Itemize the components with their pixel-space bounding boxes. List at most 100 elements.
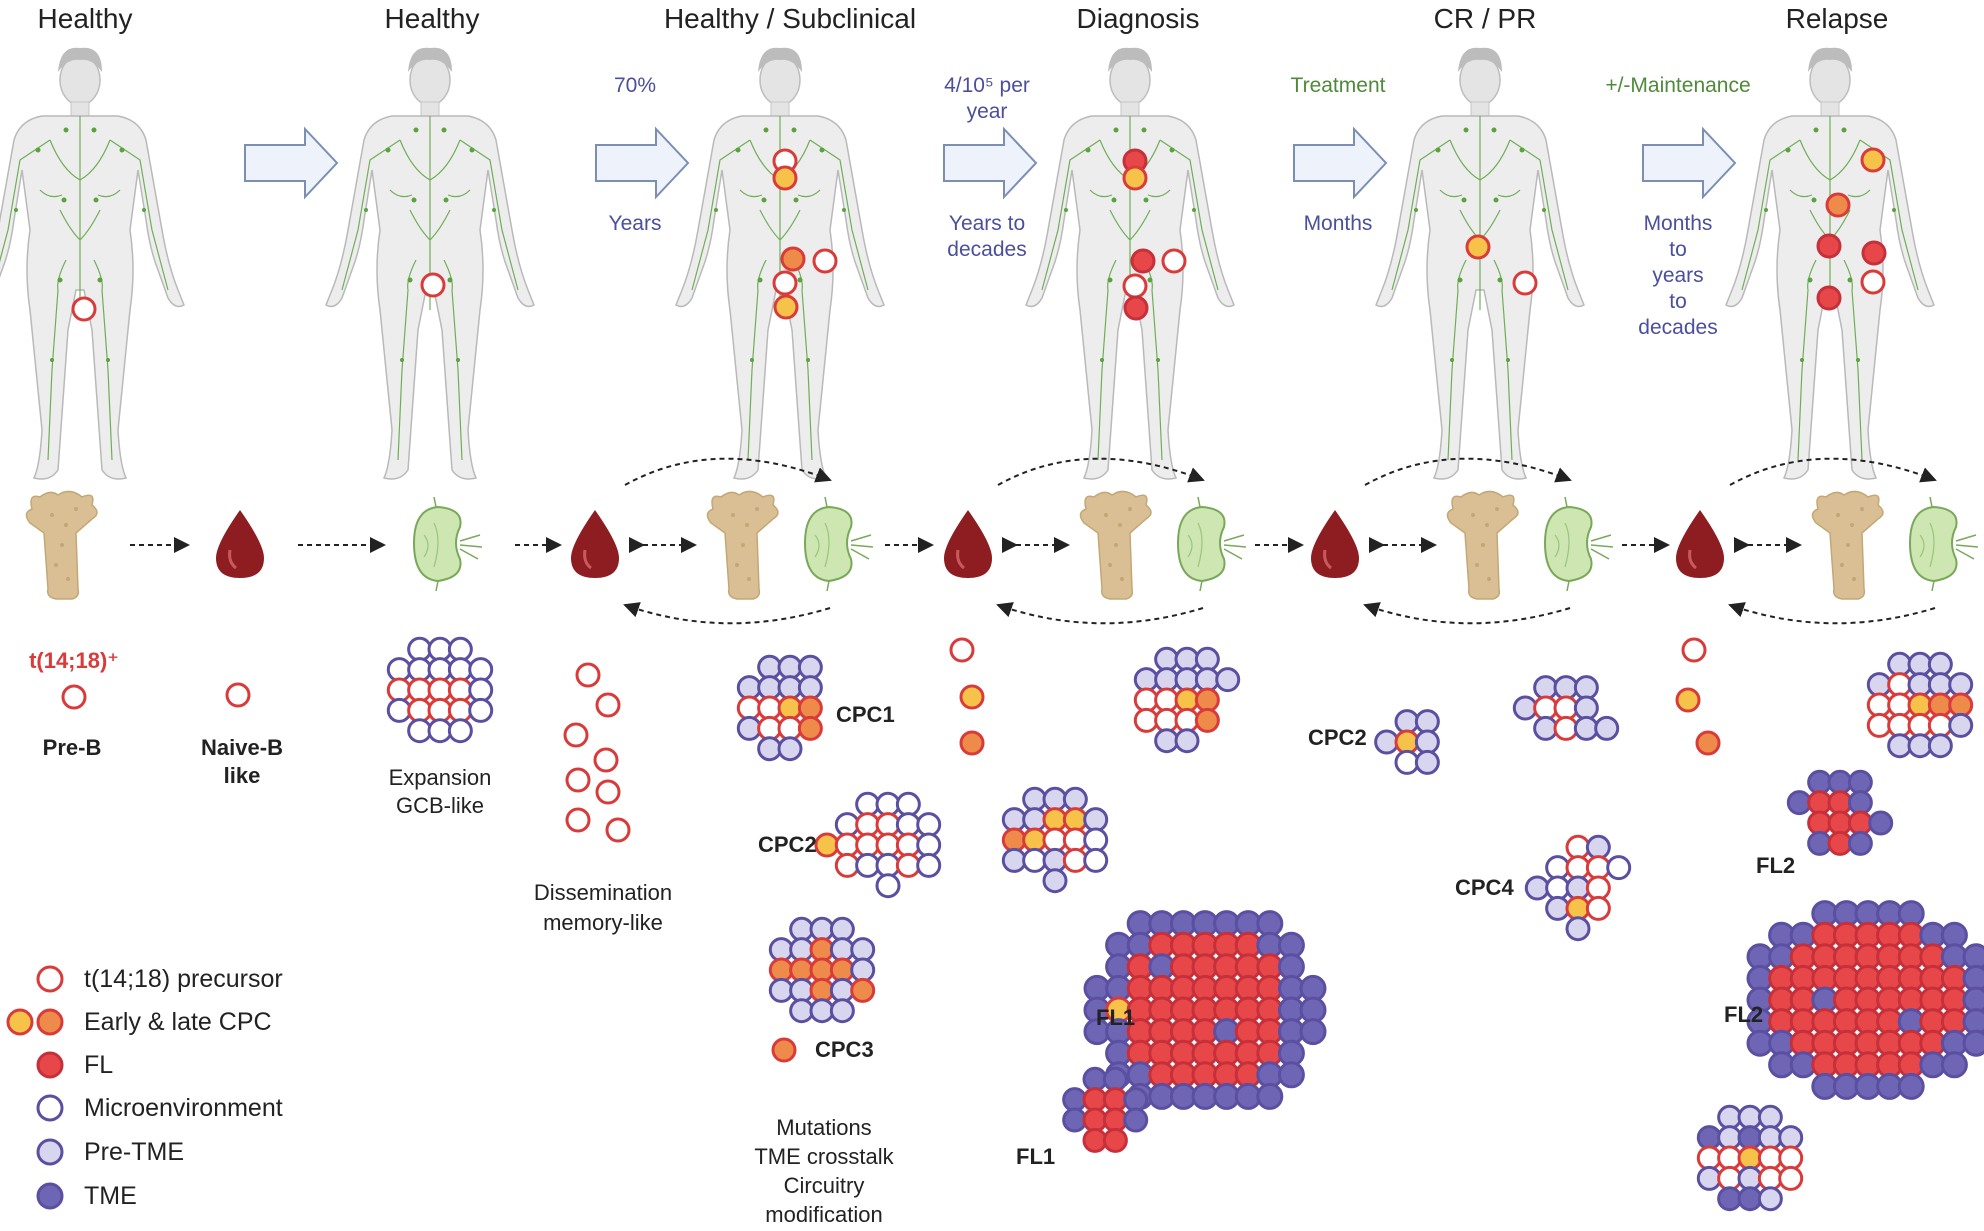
precursor-cell bbox=[1757, 1145, 1783, 1171]
transition-bottom-label: Years to bbox=[949, 212, 1025, 235]
dissemination-label: Dissemination bbox=[534, 880, 672, 905]
pretme-cell bbox=[736, 715, 762, 741]
pretme-cell bbox=[1042, 847, 1068, 873]
pretme-cell bbox=[1757, 1186, 1783, 1212]
yellow-cell bbox=[773, 294, 799, 320]
fl1-cluster bbox=[1083, 910, 1327, 1110]
fl-cell bbox=[1861, 240, 1887, 266]
pretme-cell bbox=[1533, 675, 1559, 701]
naive-b-label: like bbox=[224, 763, 261, 788]
pretme-cell bbox=[829, 937, 855, 963]
fl1-label: FL1 bbox=[1016, 1144, 1055, 1169]
precursor-cell bbox=[1042, 827, 1068, 853]
orange-cell bbox=[809, 977, 835, 1003]
orange-cell bbox=[1825, 192, 1851, 218]
human-body-figure bbox=[675, 46, 885, 480]
transition-bottom-label: decades bbox=[1638, 316, 1717, 339]
stage-arrow bbox=[595, 126, 690, 200]
pretme-cell bbox=[1866, 672, 1892, 698]
precursor-cell bbox=[1062, 847, 1088, 873]
precursor-cell bbox=[225, 682, 251, 708]
pretme-cell bbox=[829, 916, 855, 942]
human-body-figure bbox=[1375, 46, 1585, 480]
pretme-cell bbox=[1414, 709, 1440, 735]
cell-cluster bbox=[814, 791, 942, 899]
precursor-cell bbox=[1907, 712, 1933, 738]
pretme-cell bbox=[1062, 786, 1088, 812]
orange-cell bbox=[789, 957, 815, 983]
micro-cell bbox=[855, 791, 881, 817]
pretme-cell bbox=[1565, 916, 1591, 942]
stage-title: CR / PR bbox=[1434, 3, 1537, 34]
pretme-cell bbox=[1553, 675, 1579, 701]
pretme-cell bbox=[789, 998, 815, 1024]
legend-label: Early & late CPC bbox=[84, 1008, 272, 1036]
pretme-cell bbox=[1133, 667, 1159, 693]
fl-cell bbox=[1827, 790, 1853, 816]
pretme-cell bbox=[1154, 667, 1180, 693]
fl1-label: FL1 bbox=[1096, 1005, 1135, 1030]
pretme-cell bbox=[1174, 728, 1200, 754]
tme-cell bbox=[1827, 769, 1853, 795]
precursor-cell bbox=[1757, 1165, 1783, 1191]
precursor-cell bbox=[1696, 1145, 1722, 1171]
cell-cluster bbox=[386, 636, 494, 744]
fl-cell bbox=[1123, 295, 1149, 321]
blood-drop-icon bbox=[942, 508, 994, 580]
pretme-cell bbox=[1907, 672, 1933, 698]
precursor-cell bbox=[1778, 1165, 1804, 1191]
legend-label: FL bbox=[84, 1051, 113, 1079]
precursor-cell bbox=[772, 270, 798, 296]
micro-cell bbox=[468, 657, 494, 683]
transition-bottom-label: Months bbox=[1304, 212, 1373, 235]
precursor-cell bbox=[1860, 269, 1886, 295]
cell-cluster bbox=[1786, 769, 1894, 856]
pretme-cell bbox=[1194, 646, 1220, 672]
orange-cell bbox=[809, 937, 835, 963]
micro-cell bbox=[447, 718, 473, 744]
pretme-cell bbox=[757, 736, 783, 762]
precursor-cell bbox=[595, 779, 621, 805]
pretme-cell bbox=[850, 957, 876, 983]
yellow-cell bbox=[1394, 729, 1420, 755]
fl-cell bbox=[1082, 1127, 1108, 1153]
precursor-cell bbox=[563, 722, 589, 748]
precursor-cell bbox=[1585, 875, 1611, 901]
pretme-cell bbox=[1042, 868, 1068, 894]
fl-cell bbox=[1827, 810, 1853, 836]
precursor-cell bbox=[61, 684, 87, 710]
dissemination-label: memory-like bbox=[543, 910, 663, 935]
pretme-cell bbox=[768, 937, 794, 963]
pretme-cell bbox=[1717, 1125, 1743, 1151]
pretme-cell bbox=[1907, 651, 1933, 677]
pretme-cell bbox=[1573, 695, 1599, 721]
fl2-label: FL2 bbox=[1724, 1002, 1763, 1027]
pretme-cell bbox=[1022, 786, 1048, 812]
mutations-label: Mutations bbox=[776, 1115, 871, 1140]
orange-cell bbox=[36, 1008, 64, 1036]
pretme-cell bbox=[757, 675, 783, 701]
orange-cell bbox=[809, 957, 835, 983]
precursor-cell bbox=[1553, 695, 1579, 721]
pretme-cell bbox=[1524, 875, 1550, 901]
stage-arrow bbox=[943, 126, 1038, 200]
expansion-label: Expansion bbox=[389, 765, 492, 790]
orange-cell bbox=[780, 246, 806, 272]
micro-cell bbox=[875, 791, 901, 817]
yellow-cell bbox=[959, 684, 985, 710]
precursor-cell bbox=[595, 692, 621, 718]
cell-cluster bbox=[1133, 646, 1241, 754]
micro-cell bbox=[855, 852, 881, 878]
circulation-arrow bbox=[624, 457, 832, 486]
micro-cell bbox=[386, 697, 412, 723]
precursor-cell bbox=[875, 812, 901, 838]
pretme-cell bbox=[1696, 1165, 1722, 1191]
precursor-cell bbox=[1161, 248, 1187, 274]
tme-cell bbox=[1737, 1125, 1763, 1151]
micro-cell bbox=[875, 852, 901, 878]
pretme-cell bbox=[736, 675, 762, 701]
cell-cluster bbox=[768, 916, 876, 1024]
pretme-cell bbox=[1083, 807, 1109, 833]
